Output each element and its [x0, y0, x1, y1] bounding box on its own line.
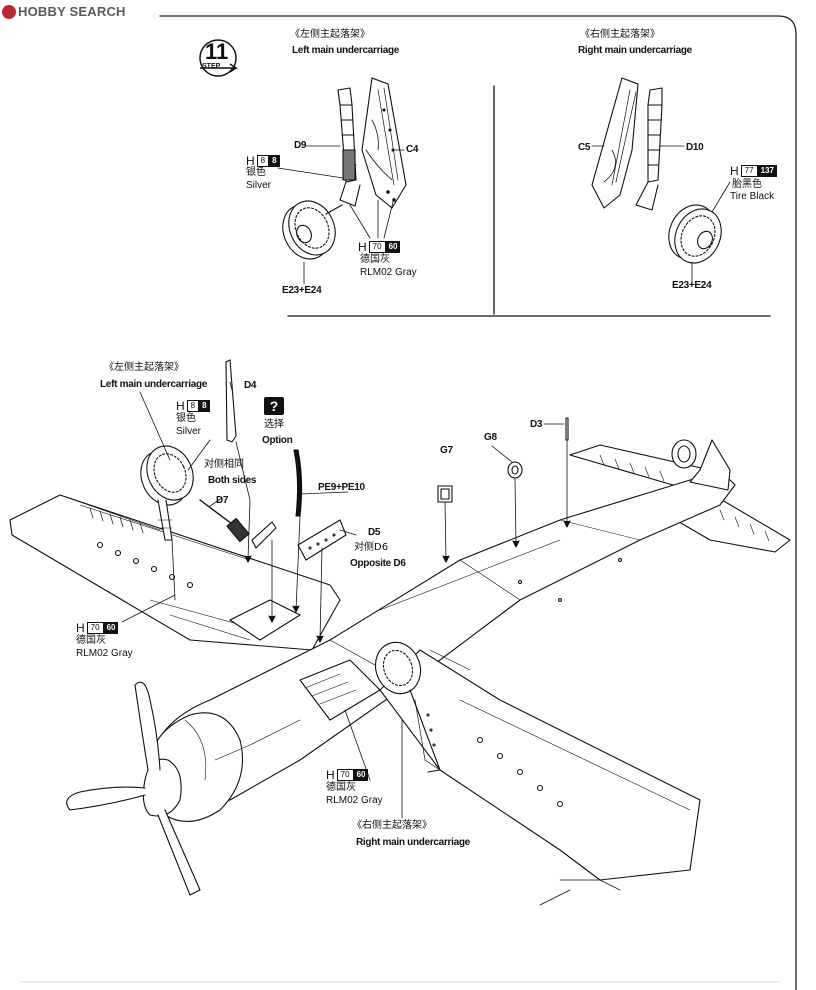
paint-gray-cn-top: 德国灰 [360, 254, 390, 265]
part-d5: D5 [368, 527, 381, 538]
watermark-text: HOBBY SEARCH [18, 4, 126, 19]
top-right-gear [591, 77, 731, 285]
paint-code-2: 8 [199, 400, 210, 412]
top-left-title-en: Left main undercarriage [292, 45, 400, 56]
paint-h: H [246, 154, 255, 168]
paint-code-gray-top: H 70 60 [358, 240, 401, 254]
part-c4: C4 [406, 144, 419, 155]
part-d7: D7 [216, 495, 229, 506]
part-d9: D9 [294, 140, 307, 151]
both-sides-cn: 对侧相同 [204, 459, 244, 470]
part-c5: C5 [578, 142, 591, 153]
part-d3: D3 [530, 419, 543, 430]
hobbysearch-watermark: HOBBY SEARCH [2, 4, 126, 19]
aircraft-drawing [9, 359, 791, 906]
main-right-title-en: Right main undercarriage [356, 837, 470, 848]
paint-silver-cn-main: 银色 [176, 413, 196, 424]
part-d10: D10 [686, 142, 704, 153]
paint-h: H [358, 240, 367, 254]
paint-gray-cn-center: 德国灰 [326, 782, 356, 793]
opposite-cn: 对侧D6 [354, 542, 389, 553]
top-right-title-cn: 《右侧主起落架》 [580, 29, 660, 40]
part-g7: G7 [440, 445, 453, 456]
option-cn: 选择 [264, 419, 284, 430]
paint-code-2: 137 [757, 165, 777, 177]
top-left-title-cn: 《左侧主起落架》 [290, 29, 370, 40]
step-number: 11 [205, 39, 229, 64]
paint-code: 70 [336, 769, 354, 781]
paint-code: 70 [368, 241, 386, 253]
paint-code: 77 [740, 165, 758, 177]
paint-code: 8 [186, 400, 200, 412]
main-right-title-cn: 《右侧主起落架》 [352, 820, 432, 831]
paint-code-2: 60 [385, 241, 401, 253]
step-label: STEP [202, 63, 221, 70]
part-e23-e24-right: E23+E24 [672, 280, 712, 291]
paint-silver-cn-top: 银色 [246, 167, 266, 178]
paint-code-gray-center: H 70 60 [326, 768, 369, 782]
paint-h: H [176, 399, 185, 413]
paint-h: H [730, 164, 739, 178]
opposite-en: Opposite D6 [350, 558, 406, 569]
part-d4: D4 [244, 380, 257, 391]
part-e23-e24-left: E23+E24 [282, 285, 322, 296]
paint-h: H [76, 621, 85, 635]
both-sides-en: Both sides [208, 475, 257, 486]
main-left-title-en: Left main undercarriage [100, 379, 208, 390]
step-badge: 11 STEP [194, 38, 242, 80]
paint-code-2: 60 [103, 622, 119, 634]
paint-code-tire: H 77 137 [730, 164, 777, 178]
option-icon: ? [264, 397, 284, 415]
main-left-title-cn: 《左侧主起落架》 [104, 362, 184, 373]
paint-code-gray-left: H 70 60 [76, 621, 119, 635]
part-pe9-pe10: PE9+PE10 [318, 482, 365, 493]
paint-tire-cn: 胎黑色 [732, 179, 762, 190]
step-arrow-icon [199, 39, 239, 77]
paint-code-silver-top: H 8 8 [246, 154, 280, 168]
paint-code-2: 60 [353, 769, 369, 781]
paint-silver-en-top: Silver [246, 180, 272, 191]
page-border [159, 15, 797, 990]
paint-code-2: 8 [269, 155, 280, 167]
logo-icon [2, 4, 16, 19]
paint-silver-en-main: Silver [176, 426, 202, 437]
part-g8: G8 [484, 432, 497, 443]
paint-gray-en-left: RLM02 Gray [76, 648, 133, 659]
paint-code: 70 [86, 622, 104, 634]
paint-h: H [326, 768, 335, 782]
top-left-gear [277, 77, 407, 285]
paint-code: 8 [256, 155, 270, 167]
paint-gray-cn-left: 德国灰 [76, 635, 106, 646]
top-right-title-en: Right main undercarriage [578, 45, 692, 56]
paint-gray-en-center: RLM02 Gray [326, 795, 383, 806]
paint-tire-en: Tire Black [730, 191, 775, 202]
option-en: Option [262, 435, 293, 446]
paint-gray-en-top: RLM02 Gray [360, 267, 417, 278]
paint-code-silver-main: H 8 8 [176, 399, 210, 413]
